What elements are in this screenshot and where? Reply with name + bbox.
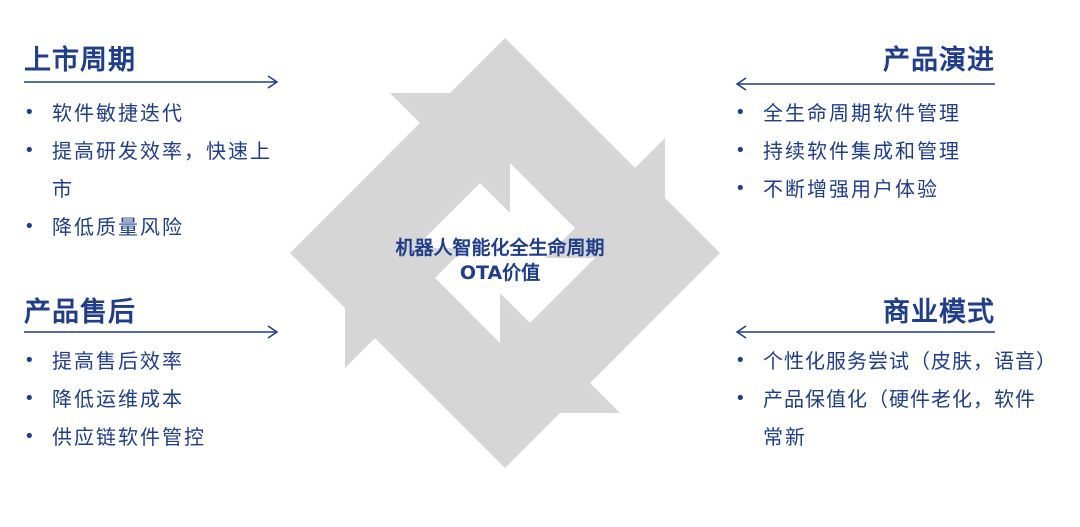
list-item-continuation: 市 (24, 170, 324, 208)
list-item-label: 提高研发效率，快速上 (52, 139, 272, 163)
list-item-label: 不断增强用户体验 (763, 177, 939, 201)
list-item: • 降低运维成本 (24, 380, 324, 418)
bullet-icon: • (735, 178, 748, 199)
list-item-label: 软件敏捷迭代 (52, 101, 184, 125)
list-item-label: 产品保值化（硬件老化，软件 (763, 387, 1036, 411)
panel-title: 商业模式 (883, 297, 995, 328)
list-item: • 不断增强用户体验 (735, 170, 1075, 208)
cycle-arrow-top-left (290, 93, 510, 373)
list-item-label: 市 (52, 177, 74, 201)
bullet-icon: • (24, 350, 37, 371)
bullet-icon: • (735, 350, 747, 371)
left-arrow-line (735, 77, 995, 91)
list-item: • 供应链软件管控 (24, 418, 324, 456)
list-item-continuation: 常新 (735, 418, 1080, 456)
list-item: • 提高售后效率 (24, 342, 324, 380)
panel-time-to-market: 上市周期 • 软件敏捷迭代 • 提高研发效率，快速上 市 • 降低质量风险 (24, 44, 324, 246)
panel-title: 产品售后 (24, 297, 136, 328)
bullet-icon: • (735, 140, 748, 161)
list-item: • 提高研发效率，快速上 (24, 132, 324, 170)
list-item-label: 全生命周期软件管理 (763, 101, 961, 125)
list-item: • 降低质量风险 (24, 208, 324, 246)
center-label: 机器人智能化全生命周期 OTA价值 (330, 236, 670, 286)
list-item-label: 降低质量风险 (52, 215, 184, 239)
bullet-icon: • (24, 216, 37, 237)
left-arrow-line (735, 325, 995, 339)
list-item-label: 常新 (763, 425, 807, 449)
list-item: • 产品保值化（硬件老化，软件 (735, 380, 1080, 418)
list-item-label: 提高售后效率 (52, 349, 184, 373)
center-label-line1: 机器人智能化全生命周期 (395, 237, 605, 259)
bullet-icon: • (24, 102, 37, 123)
panel-title: 产品演进 (883, 45, 995, 76)
list-item: • 软件敏捷迭代 (24, 94, 324, 132)
panel-after-sales: 产品售后 • 提高售后效率 • 降低运维成本 • 供应链软件管控 (24, 296, 324, 456)
bullet-icon: • (24, 426, 37, 447)
bullet-icon: • (735, 102, 748, 123)
bullet-icon: • (24, 140, 37, 161)
list-item: • 持续软件集成和管理 (735, 132, 1075, 170)
list-item-label: 供应链软件管控 (52, 425, 206, 449)
right-arrow-line (24, 325, 279, 339)
bullet-icon: • (735, 388, 747, 409)
cycle-arrows-diagram (290, 38, 720, 468)
panel-title: 上市周期 (24, 45, 136, 76)
center-label-line2: OTA价值 (459, 262, 541, 284)
list-item-label: 持续软件集成和管理 (763, 139, 961, 163)
list-item: • 全生命周期软件管理 (735, 94, 1075, 132)
list-item-label: 个性化服务尝试（皮肤，语音） (763, 349, 1057, 373)
bullet-icon: • (24, 388, 37, 409)
list-item-label: 降低运维成本 (52, 387, 184, 411)
right-arrow-line (24, 75, 279, 89)
list-item: • 个性化服务尝试（皮肤，语音） (735, 342, 1080, 380)
